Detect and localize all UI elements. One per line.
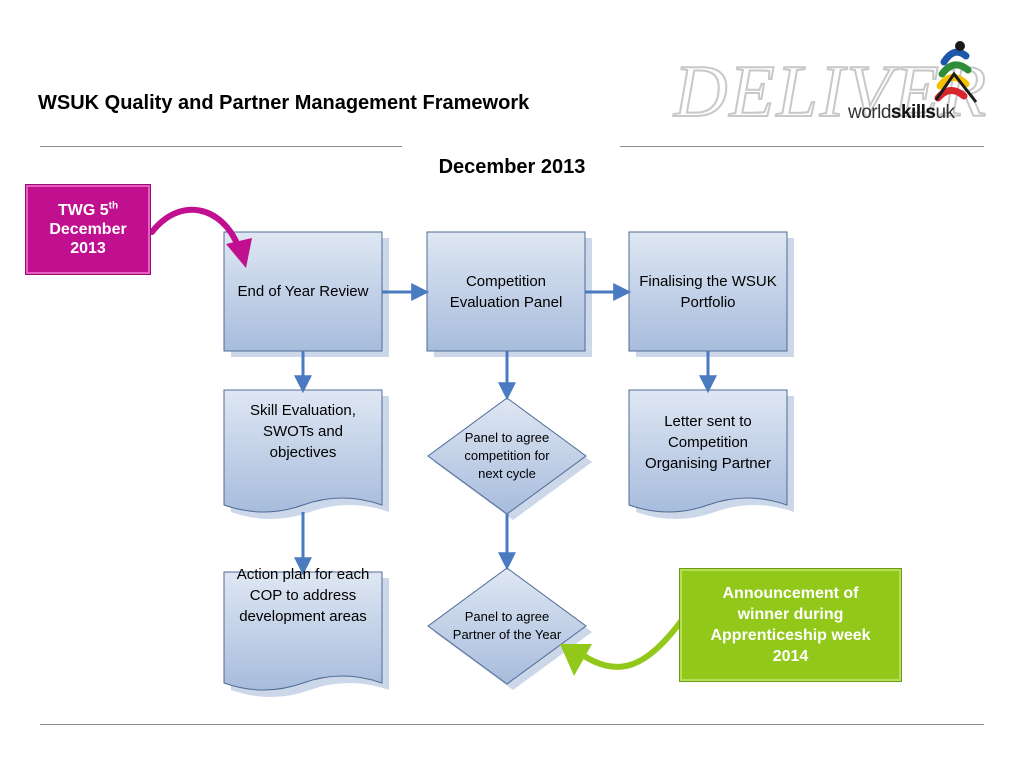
finalising-portfolio-box (628, 231, 788, 352)
green-arrowhead (560, 644, 592, 676)
end-of-year-review-label: End of Year Review (237, 283, 369, 300)
panel-agree-partner-label: Panel to agree Partner of the Year (452, 609, 562, 642)
page-subtitle: December 2013 (438, 156, 586, 178)
letter-sent-label: Letter sent to Competition Organising Pa… (645, 413, 771, 472)
skills-figure-icon (934, 41, 978, 103)
magenta-arrowhead (226, 238, 252, 268)
twg-line1: TWG 5 (57, 202, 109, 219)
footer-divider (40, 724, 984, 725)
action-plan-label: Action plan for each COP to address deve… (236, 566, 370, 625)
green-curved-arrow (575, 617, 685, 670)
panel-agree-partner-diamond (427, 567, 587, 685)
panel-agree-competition-label: Panel to agree competition for next cycl… (464, 430, 550, 481)
page-title: WSUK Quality and Partner Management Fram… (38, 92, 530, 114)
end-of-year-review-box (223, 231, 383, 352)
header-divider-left (40, 146, 402, 147)
deliver-logo-text: DELIVER (673, 51, 988, 133)
finalising-portfolio-label: Finalising the WSUK Portfolio (639, 272, 777, 311)
skill-evaluation-label: Skill Evaluation, SWOTs and objectives (250, 402, 356, 461)
magenta-curved-arrow (149, 206, 241, 249)
worldskills-logo: DELIVER (672, 41, 988, 134)
competition-evaluation-panel-label: Competition Evaluation Panel (449, 272, 563, 311)
announcement-callout: Announcement of winner during Apprentice… (679, 568, 902, 682)
wordmark-skills: skills (890, 102, 936, 123)
wordmark-world: world (848, 102, 891, 123)
header-divider-right (620, 146, 984, 147)
skill-evaluation-document (223, 389, 383, 513)
wordmark-uk: uk (935, 102, 955, 123)
twg-line3: 2013 (70, 240, 106, 257)
worldskills-wordmark: worldskillsuk (848, 102, 955, 124)
action-plan-document (223, 571, 383, 691)
twg-sup: th (108, 200, 119, 212)
twg-callout: TWG 5th December 2013 (25, 184, 151, 275)
twg-line2: December (49, 221, 127, 238)
letter-sent-document (628, 389, 788, 513)
